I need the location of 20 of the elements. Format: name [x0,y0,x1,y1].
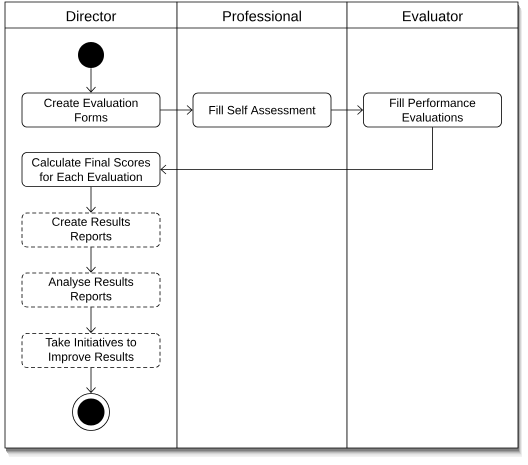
bullseye [72,393,110,431]
action-box: Take Initiatives to Improve Results [22,333,160,368]
lane-heading: Professional [223,10,301,22]
arrow [86,186,96,213]
lane-heading: Evaluator [403,10,463,22]
action-box: Calculate Final Scores for Each Evaluation [22,152,160,187]
arrow [86,307,96,334]
action-box: Create Evaluation Forms [22,92,160,128]
action-box: Analyse Results Reports [22,272,160,308]
filled-circle [78,42,104,68]
lane-heading: Director [66,10,116,22]
action-box: Create Results Reports [22,212,160,248]
arrow [86,68,96,93]
arrow [86,247,96,273]
arrow [331,105,364,115]
arrow [160,105,193,115]
action-box: Fill Performance Evaluations [363,92,502,128]
arrow [160,127,433,174]
arrow [86,368,96,394]
action-box: Fill Self Assessment [192,92,332,128]
